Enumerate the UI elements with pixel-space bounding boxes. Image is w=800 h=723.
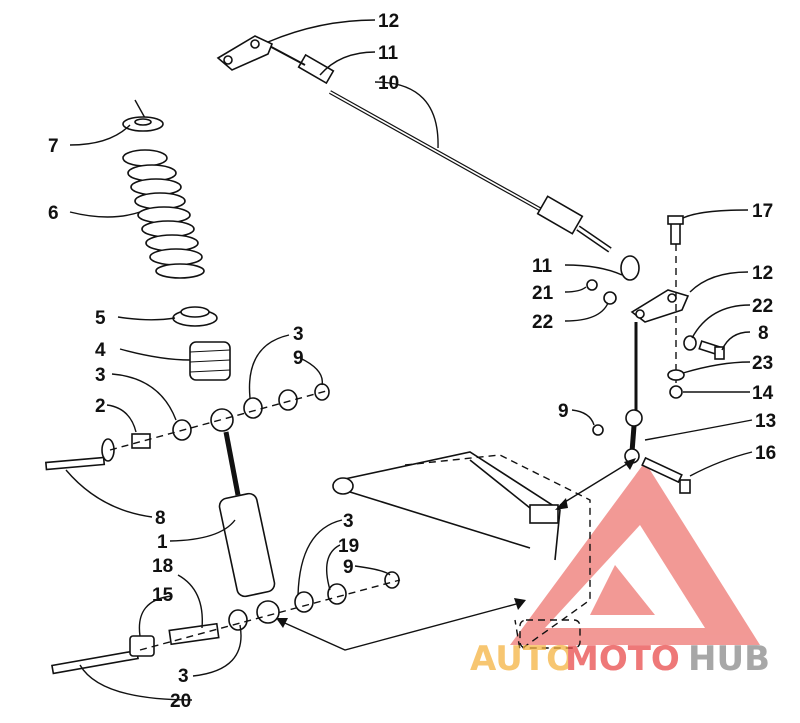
callout-17: 17 — [752, 201, 773, 222]
callout-3-bottom: 3 — [178, 666, 189, 687]
callout-6: 6 — [48, 203, 59, 224]
bumper — [189, 341, 231, 381]
watermark-logo — [510, 462, 760, 645]
callout-23: 23 — [752, 353, 773, 374]
shock-absorber — [210, 408, 280, 624]
callout-3-upper: 3 — [293, 324, 304, 345]
washer-23 — [667, 369, 685, 381]
callout-9-lower: 9 — [343, 557, 354, 578]
callout-16: 16 — [755, 443, 776, 464]
spring-collar — [172, 306, 218, 327]
callout-5: 5 — [95, 308, 106, 329]
lower-mount-hardware — [51, 571, 401, 675]
callout-11-right: 11 — [532, 256, 553, 277]
callout-12-top: 12 — [378, 11, 399, 32]
callout-1: 1 — [157, 532, 168, 553]
washer-22a — [603, 291, 617, 305]
callout-21: 21 — [532, 283, 554, 304]
callout-9-right: 9 — [558, 401, 569, 422]
callout-9-upper: 9 — [293, 348, 304, 369]
nut-21 — [586, 279, 598, 291]
upper-mount-hardware — [44, 383, 331, 471]
bolt-16 — [641, 456, 691, 494]
watermark-text: AUTO MOTO HUB — [470, 639, 770, 679]
callout-20: 20 — [170, 691, 191, 712]
link-rod — [624, 322, 643, 464]
a-arm — [332, 451, 591, 652]
callout-4: 4 — [95, 340, 106, 361]
callout-10: 10 — [378, 73, 399, 94]
assembly-arrows — [276, 458, 636, 651]
bolt-8a — [698, 340, 725, 360]
coil-spring — [122, 149, 205, 279]
control-cable — [261, 41, 612, 253]
callout-15: 15 — [152, 585, 174, 606]
bolt-17 — [667, 215, 684, 245]
callout-14: 14 — [752, 383, 774, 404]
watermark-auto: AUTO — [470, 639, 575, 679]
nut-14 — [669, 385, 683, 399]
callout-3-mid: 3 — [343, 511, 354, 532]
callout-labels: 12 11 10 7 6 17 11 12 21 22 22 8 23 14 5… — [48, 11, 776, 712]
watermark-moto: MOTO — [565, 639, 680, 679]
callout-19: 19 — [338, 536, 359, 557]
callout-8-left: 8 — [155, 508, 166, 529]
clevis-top — [216, 35, 274, 71]
callout-2: 2 — [95, 396, 106, 417]
callout-12-right: 12 — [752, 263, 773, 284]
callout-11-top: 11 — [378, 43, 399, 64]
callout-7: 7 — [48, 136, 59, 157]
spring-retainer — [122, 99, 164, 132]
leader-lines — [65, 19, 753, 701]
adjuster-nut — [620, 255, 640, 281]
callout-22-right: 22 — [752, 296, 773, 317]
clevis-right — [630, 289, 690, 323]
nut-9b — [592, 424, 604, 436]
callout-18: 18 — [152, 556, 173, 577]
callout-22-left: 22 — [532, 312, 553, 333]
callout-8-right: 8 — [758, 323, 769, 344]
callout-13: 13 — [755, 411, 776, 432]
washer-22b — [683, 335, 697, 351]
callout-3-left: 3 — [95, 365, 106, 386]
watermark-hub: HUB — [688, 639, 770, 679]
